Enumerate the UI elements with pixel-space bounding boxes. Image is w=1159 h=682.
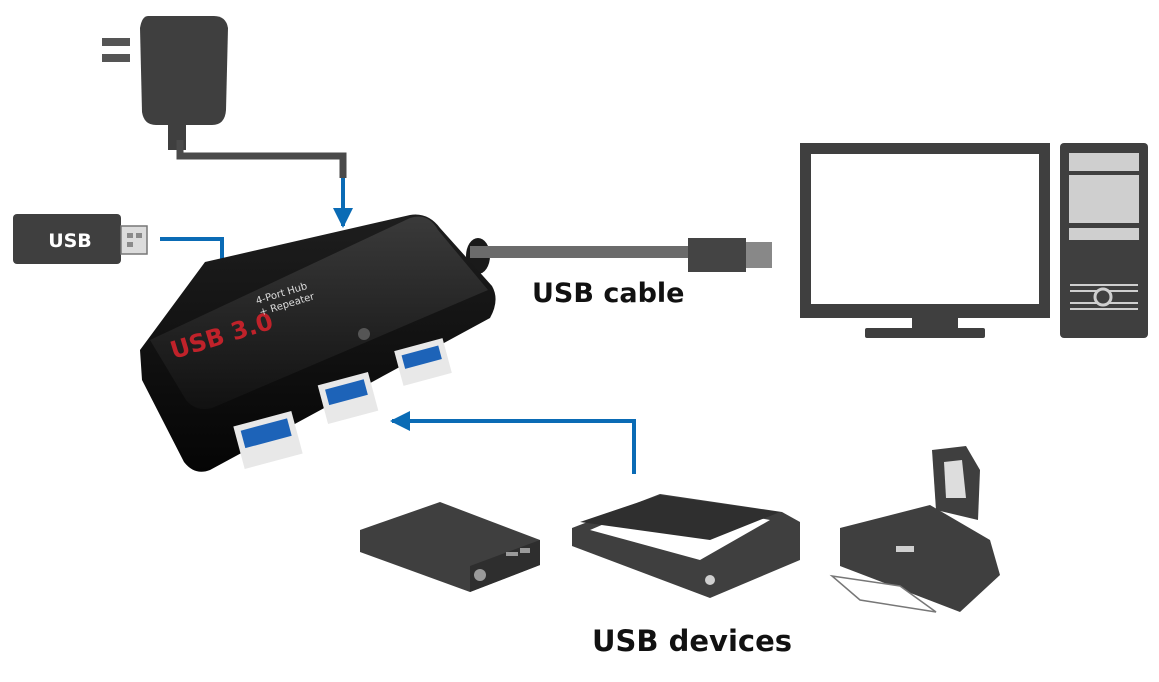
external-hdd-icon [360,502,540,592]
devices-arrow [390,411,636,474]
usb-port-3 [394,338,452,386]
usb-port-2 [317,371,379,425]
printer-icon [829,446,1000,613]
usb-port-1 [233,410,303,470]
pc-tower-icon [1060,143,1148,338]
power-cord [176,140,347,178]
power-adapter-icon [102,16,228,150]
usb-hub: USB 3.0 4-Port Hub + Repeater [140,214,496,472]
usb-stick-label: USB [48,230,92,252]
usb-devices-label: USB devices [592,624,793,658]
usb-cable-label: USB cable [532,278,685,309]
computer-monitor-icon [800,143,1050,338]
hub-power-jack [358,328,370,340]
scanner-icon [572,494,800,598]
usb-cable [466,238,772,274]
usb-stick-icon: USB [13,214,148,264]
